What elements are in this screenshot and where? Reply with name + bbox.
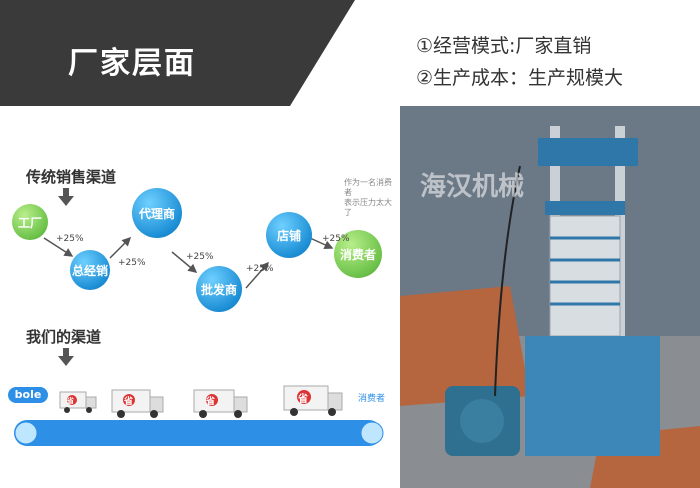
traditional-channel-title: 传统销售渠道 — [26, 168, 117, 186]
feature-production-cost: ②生产成本：生产规模大 — [416, 67, 624, 89]
channel-pipe — [14, 420, 382, 446]
truck-sign: 省 — [298, 394, 308, 405]
down-arrow-stem — [63, 188, 69, 196]
consumer-label: 消费者 — [358, 394, 386, 404]
sales-channel-diagram: 传统销售渠道 工厂 总经销 代理商 批发商 店铺 消费者 +25% +25% +… — [0, 108, 396, 488]
consumer-note-line: 表示压力太大了 — [344, 198, 392, 217]
truck-icon — [59, 391, 97, 413]
watermark-logo: 海汉机械 — [420, 172, 525, 202]
node-shop: 店铺 — [266, 212, 312, 258]
node-consumer: 消费者 — [334, 230, 382, 278]
markup-label: +25% — [246, 264, 274, 274]
node-distributor: 总经销 — [70, 250, 110, 290]
node-agent: 代理商 — [132, 188, 182, 238]
our-channel-title: 我们的渠道 — [26, 328, 102, 346]
markup-label: +25% — [322, 234, 350, 244]
truck-icon — [193, 389, 248, 418]
feature-business-model: ①经营模式:厂家直销 — [416, 35, 592, 57]
node-factory: 工厂 — [12, 204, 48, 240]
down-arrow-icon — [58, 196, 74, 206]
truck-sign: 省 — [67, 397, 74, 405]
flow-arrows — [43, 236, 334, 289]
down-arrow-stem — [63, 348, 69, 356]
truck-icon — [111, 389, 164, 418]
consumer-note-line: 作为一名消费者 — [344, 178, 392, 197]
markup-label: +25% — [118, 258, 146, 268]
truck-sign: 省 — [206, 397, 216, 407]
consumer-note: 作为一名消费者 表示压力太大了 — [344, 178, 396, 218]
down-arrow-icon — [58, 356, 74, 366]
product-photo: 海汉机械 — [400, 106, 700, 488]
trucks — [14, 385, 384, 446]
truck-icon — [283, 385, 343, 416]
header-banner: 厂家层面 ①经营模式:厂家直销 ②生产成本：生产规模大 — [0, 0, 700, 106]
bole-logo: bole — [8, 387, 48, 403]
truck-sign: 省 — [124, 397, 134, 407]
markup-label: +25% — [56, 234, 84, 244]
sieve-shaker-illustration — [400, 106, 700, 488]
node-wholesaler: 批发商 — [196, 266, 242, 312]
markup-label: +25% — [186, 252, 214, 262]
banner-dark-panel — [0, 0, 355, 106]
page-title: 厂家层面 — [68, 46, 196, 81]
